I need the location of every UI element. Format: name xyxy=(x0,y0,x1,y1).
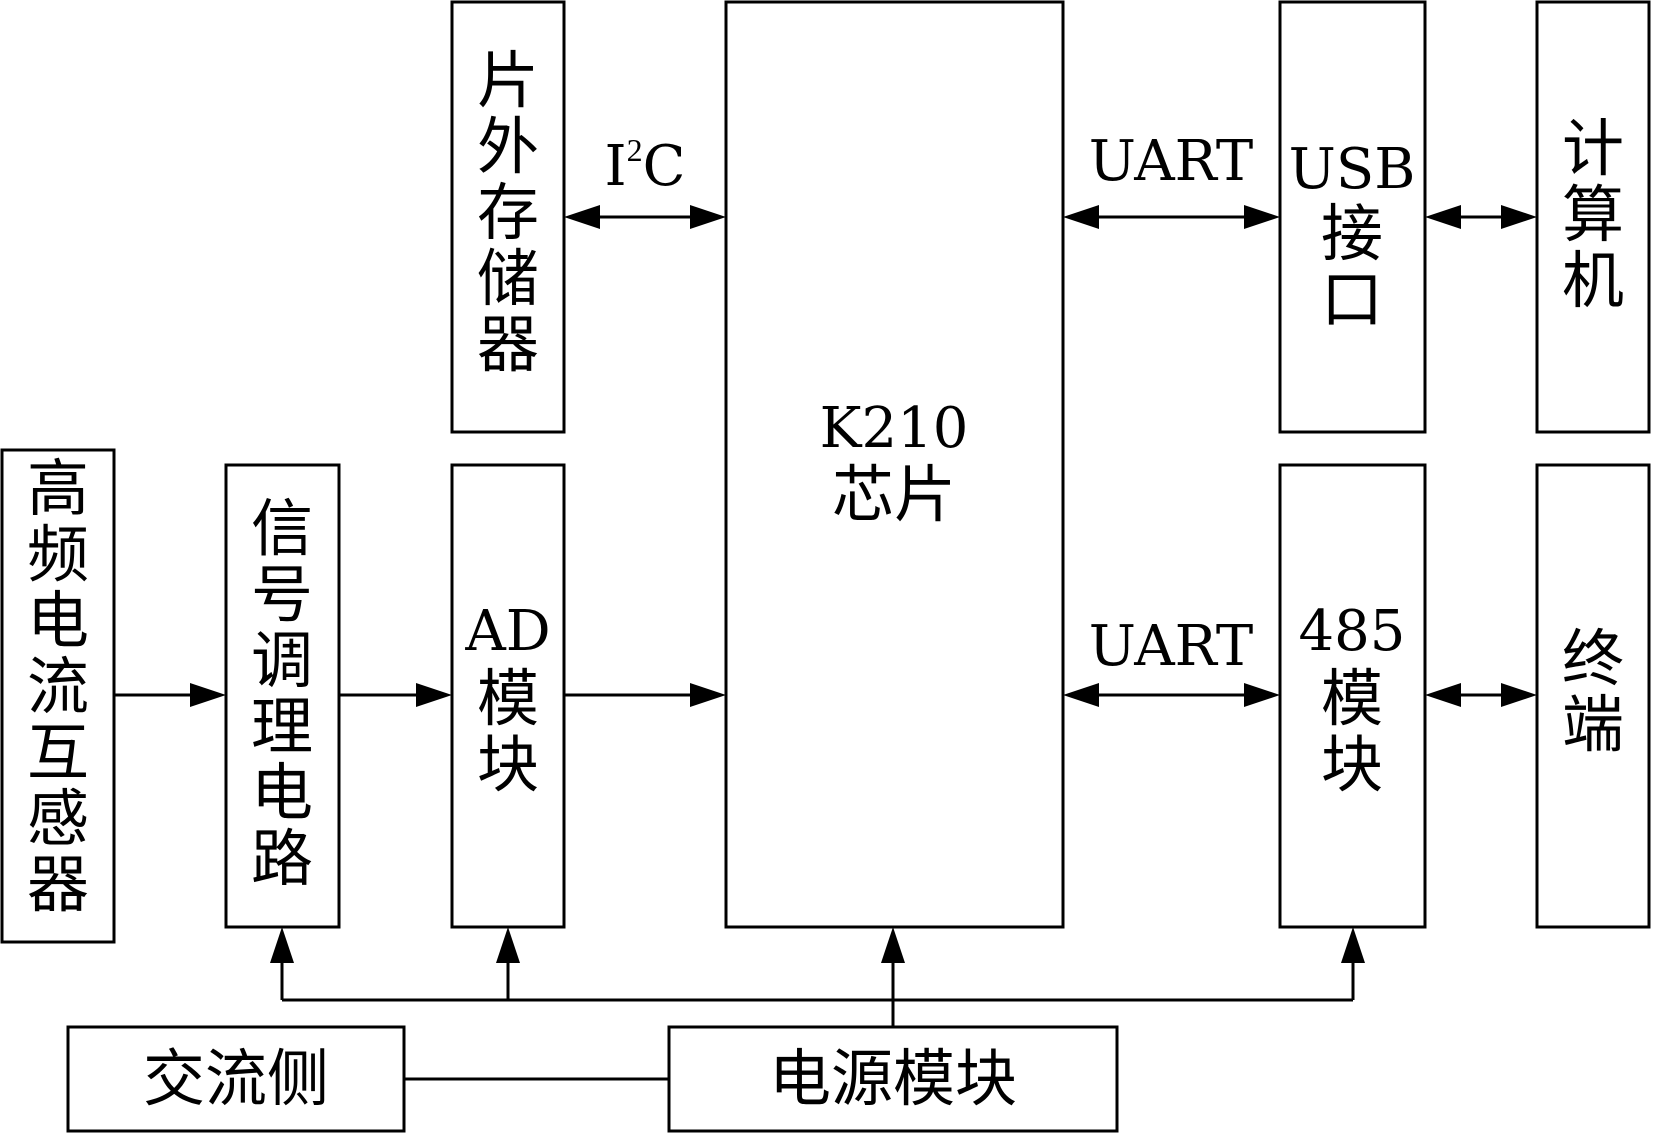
arrowhead xyxy=(270,927,294,963)
arrowhead xyxy=(1244,205,1280,229)
power-module-label: 电源模块 xyxy=(769,1042,1017,1115)
ac-side-box xyxy=(66,1025,406,1133)
external-storage-label: 片外存储器 xyxy=(477,44,539,381)
arrowhead xyxy=(690,683,726,707)
usb-label-line2: 接口 xyxy=(1321,197,1383,336)
i2c-label-rest: C xyxy=(643,134,686,199)
arrowhead xyxy=(1063,683,1099,707)
arrowhead xyxy=(1425,205,1461,229)
sensor-box xyxy=(0,448,116,944)
arrowhead xyxy=(416,683,452,707)
usb-label-line1: USB xyxy=(1289,137,1416,202)
ad-module-label-line1: AD xyxy=(464,599,550,664)
external-storage-box xyxy=(450,0,566,434)
chip-label-line1: K210 xyxy=(820,396,969,461)
i2c-label: I2C xyxy=(605,132,686,199)
rs485-label-line1: 485 xyxy=(1299,599,1406,664)
conditioning-box xyxy=(224,463,341,929)
arrowhead xyxy=(1425,683,1461,707)
computer-box xyxy=(1535,0,1651,434)
terminal-label: 终端 xyxy=(1562,622,1624,761)
terminal-box xyxy=(1535,463,1651,929)
power-module-box xyxy=(667,1025,1119,1133)
arrowhead xyxy=(496,927,520,963)
arrowhead xyxy=(190,683,226,707)
arrowhead xyxy=(1501,205,1537,229)
k210-chip-box xyxy=(724,0,1065,929)
conditioning-label: 信号调理电路 xyxy=(251,492,313,895)
arrowhead xyxy=(690,205,726,229)
i2c-label-base: I xyxy=(605,134,627,199)
arrowhead xyxy=(1063,205,1099,229)
arrowhead xyxy=(1244,683,1280,707)
uart-bottom-label: UART xyxy=(1089,614,1253,679)
uart-top-label: UART xyxy=(1089,129,1253,194)
usb-box xyxy=(1278,0,1427,434)
arrowhead xyxy=(1341,927,1365,963)
arrowhead xyxy=(564,205,600,229)
computer-label: 计算机 xyxy=(1562,112,1624,317)
ad-module-label-line2: 模块 xyxy=(477,662,539,801)
rs485-label-line2: 模块 xyxy=(1321,662,1383,801)
ac-side-label: 交流侧 xyxy=(143,1042,329,1115)
i2c-label-sup: 2 xyxy=(627,132,643,168)
chip-label-line2: 芯片 xyxy=(832,458,956,531)
rs485-box xyxy=(1278,463,1427,929)
sensor-label: 高频电流互感器 xyxy=(27,452,89,921)
arrowhead xyxy=(881,927,905,963)
arrowhead xyxy=(1501,683,1537,707)
